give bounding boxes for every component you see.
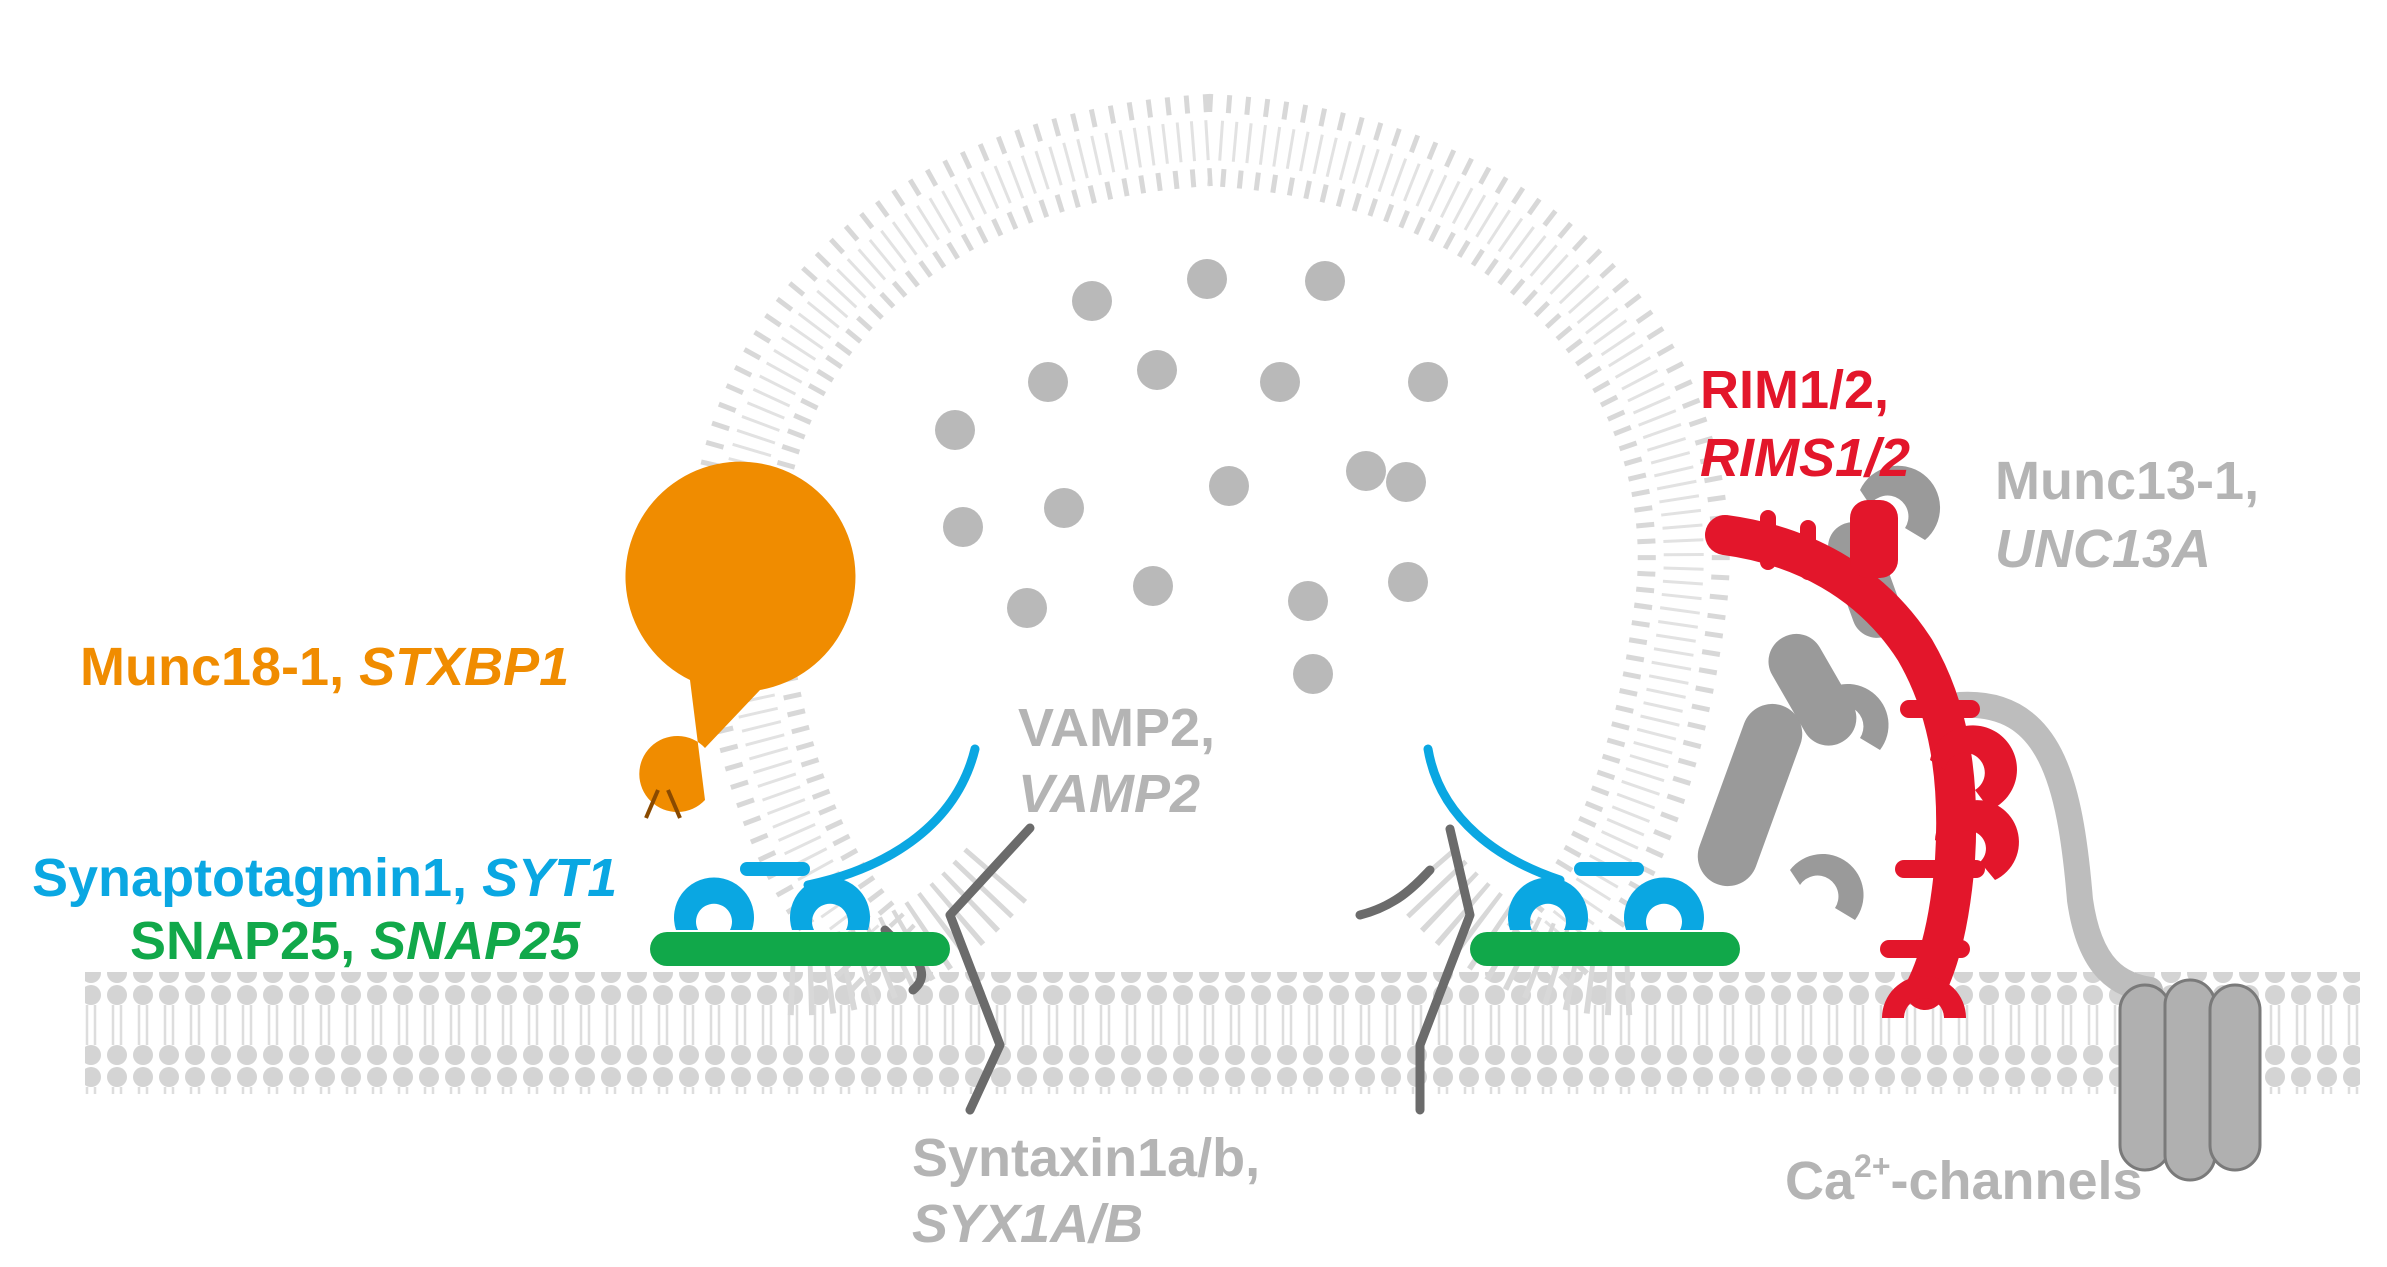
synaptotagmin-c2-domains	[674, 862, 870, 930]
calcium-channel	[2118, 978, 2262, 1182]
right-snare-complex	[1355, 744, 1740, 1115]
munc13-label: Munc13-1, UNC13A	[1995, 447, 2259, 583]
munc13-gene: UNC13A	[1995, 519, 2212, 579]
snap25-gene: SNAP25	[370, 911, 581, 971]
ca-superscript: 2+	[1854, 1148, 1891, 1184]
vamp2-gene: VAMP2	[1018, 764, 1201, 824]
syntaxin-label: Syntaxin1a/b, SYX1A/B	[912, 1125, 1260, 1257]
snap25-name: SNAP25,	[130, 911, 371, 971]
synaptotagmin-name: Synaptotagmin1,	[32, 848, 483, 908]
snap25-label: SNAP25, SNAP25	[130, 914, 580, 968]
rim-name: RIM1/2,	[1700, 360, 1890, 420]
neurotransmitters	[935, 259, 1448, 694]
ca-channels-label: Ca2+-channels	[1785, 1150, 2143, 1208]
left-snare-complex	[625, 461, 1035, 1115]
active-zone-proteins	[1697, 465, 2262, 1182]
synaptotagmin-gene: SYT1	[482, 848, 618, 908]
vamp2-name: VAMP2,	[1018, 698, 1216, 758]
munc18-label: Munc18-1, STXBP1	[80, 640, 569, 694]
munc18-protein	[625, 461, 856, 819]
munc18-gene: STXBP1	[359, 637, 570, 697]
syntaxin-gene: SYX1A/B	[912, 1194, 1144, 1254]
rim-gene: RIMS1/2	[1700, 428, 1911, 488]
plasma-membrane	[85, 972, 2360, 1094]
munc18-name: Munc18-1,	[80, 637, 360, 697]
munc13-name: Munc13-1,	[1995, 451, 2260, 511]
ca-suffix: -channels	[1890, 1151, 2143, 1211]
synaptotagmin-label: Synaptotagmin1, SYT1	[32, 851, 617, 905]
vamp2-label: VAMP2, VAMP2	[1018, 695, 1215, 827]
rim-label: RIM1/2, RIMS1/2	[1700, 356, 1910, 492]
syntaxin-name: Syntaxin1a/b,	[912, 1128, 1261, 1188]
ca-prefix: Ca	[1785, 1151, 1855, 1211]
